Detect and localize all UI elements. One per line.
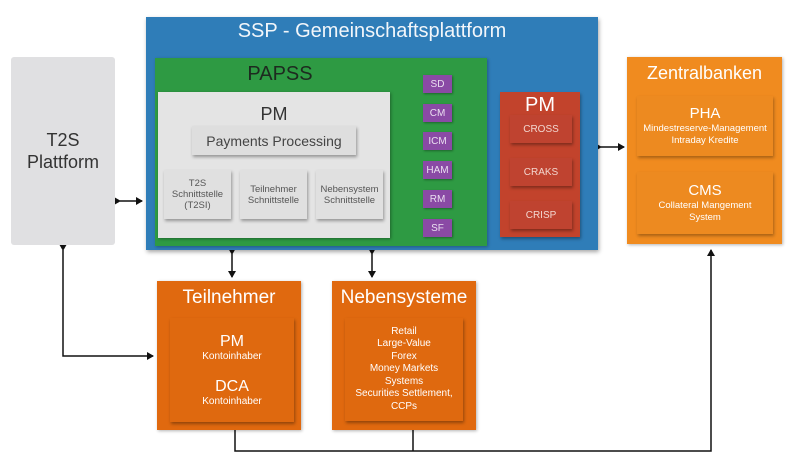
pm-contingency-title: PM — [525, 94, 555, 116]
t2s-label-line1: T2S — [46, 130, 80, 150]
interface-teilnehmer: Teilnehmer Schnittstelle — [240, 170, 307, 219]
interface-nebensystem-line2: Schnittstelle — [323, 194, 376, 206]
arrow-t2s-teilnehmer — [59, 244, 154, 360]
zentralbanken-title: Zentralbanken — [646, 63, 763, 83]
nebensysteme-list-box: Retail Large-Value Forex Money Markets S… — [345, 318, 463, 421]
teilnehmer-pm-sub: Kontoinhaber — [202, 351, 262, 362]
nebensysteme-line: Forex — [391, 350, 417, 362]
pm-item-crisp: CRISP — [510, 201, 572, 229]
nebensysteme-line: Retail — [391, 325, 417, 337]
interface-nebensystem-line1: Nebensystem — [320, 183, 379, 195]
module-cm-label: CM — [429, 107, 446, 119]
teilnehmer-accounts-box: PM Kontoinhaber DCA Kontoinhaber — [170, 318, 294, 422]
nebensysteme-line: Securities Settlement, — [355, 388, 453, 400]
nebensysteme-line: Systems — [384, 375, 424, 387]
teilnehmer-dca-sub: Kontoinhaber — [202, 396, 262, 407]
nebensysteme-line: CCPs — [390, 400, 418, 412]
module-rm-label: RM — [429, 193, 446, 205]
pm-item-craks-label: CRAKS — [523, 166, 559, 178]
pm-item-cross-label: CROSS — [523, 123, 559, 135]
nebensysteme-line: Large-Value — [377, 338, 431, 350]
module-icm: ICM — [423, 132, 452, 150]
nebensysteme-line: Money Markets — [369, 363, 439, 375]
pm-item-cross: CROSS — [510, 115, 572, 143]
teilnehmer-pm-heading: PM — [220, 333, 244, 350]
interface-t2s-line2: Schnittstelle — [171, 189, 224, 200]
cms-line1: Collateral Mangement — [658, 200, 752, 211]
pha-heading: PHA — [689, 105, 721, 122]
module-sd: SD — [423, 75, 452, 93]
module-cm: CM — [423, 104, 452, 122]
pha-box: PHA Mindestreserve-Management Intraday K… — [637, 96, 773, 156]
pha-line1: Mindestreserve-Management — [643, 123, 767, 134]
module-ham-label: HAM — [426, 164, 449, 176]
interface-t2s: T2S Schnittstelle (T2SI) — [164, 170, 231, 219]
papss-title: PAPSS — [247, 63, 313, 85]
module-ham: HAM — [423, 161, 452, 179]
cms-box: CMS Collateral Mangement System — [637, 172, 773, 234]
payments-processing-label: Payments Processing — [206, 132, 342, 149]
module-rm: RM — [423, 190, 452, 208]
pha-line2: Intraday Kredite — [671, 135, 739, 146]
payments-processing-box: Payments Processing — [192, 126, 356, 155]
module-sf: SF — [423, 219, 452, 237]
teilnehmer-dca-heading: DCA — [215, 378, 249, 395]
module-sd-label: SD — [430, 78, 445, 90]
interface-teilnehmer-line2: Schnittstelle — [247, 194, 300, 206]
interface-teilnehmer-line1: Teilnehmer — [250, 183, 297, 195]
module-sf-label: SF — [431, 222, 444, 234]
t2s-label-line2: Plattform — [26, 152, 100, 172]
teilnehmer-title: Teilnehmer — [182, 287, 276, 308]
module-icm-label: ICM — [428, 135, 447, 147]
cms-line2: System — [689, 212, 721, 223]
interface-nebensystem: Nebensystem Schnittstelle — [316, 170, 383, 219]
interface-t2s-line3: (T2SI) — [184, 200, 211, 211]
nebensysteme-title: Nebensysteme — [340, 287, 468, 308]
cms-heading: CMS — [688, 182, 722, 199]
line-bottom-bus — [234, 249, 715, 452]
ssp-title: SSP - Gemeinschaftsplattform — [237, 20, 507, 42]
pm-item-craks: CRAKS — [510, 158, 572, 186]
pm-module-title: PM — [260, 104, 288, 124]
t2s-platform-box: T2S Plattform — [11, 57, 115, 245]
interface-t2s-line1: T2S — [188, 178, 207, 189]
pm-item-crisp-label: CRISP — [525, 209, 557, 221]
